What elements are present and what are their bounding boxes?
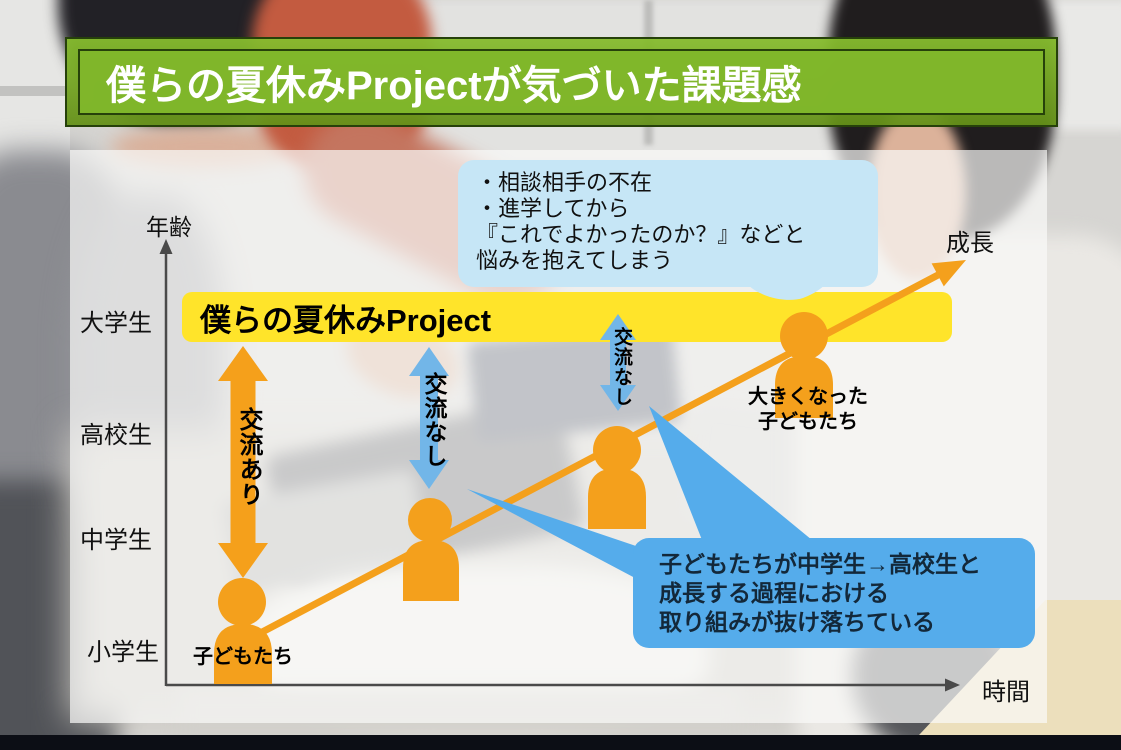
top-bubble-line4: 悩みを抱えてしまう	[476, 248, 673, 273]
project-banner-label: 僕らの夏休みProject	[200, 302, 492, 338]
bottom-bubble-line1: 子どもたちが中学生→高校生と	[659, 551, 981, 577]
bottom-bubble-tail-left	[467, 489, 648, 579]
bottom-bubble-tail-up	[649, 406, 812, 540]
y-category-middleschool: 中学生	[80, 527, 152, 554]
person-4-body	[775, 356, 833, 418]
y-axis-arrowhead	[159, 239, 173, 254]
person-4-head	[780, 312, 828, 360]
y-category-highschool: 高校生	[80, 422, 152, 449]
title-banner: 僕らの夏休みProjectが気づいた課題感	[65, 37, 1058, 127]
person-2-head	[408, 498, 452, 542]
y-axis-label: 年齢	[146, 214, 192, 240]
person-1-head	[218, 578, 266, 626]
photo-whiteboard-tray	[0, 86, 66, 96]
title-banner-inner: 僕らの夏休みProjectが気づいた課題感	[78, 49, 1045, 115]
growth-label: 成長	[946, 230, 994, 257]
y-category-university: 大学生	[80, 310, 152, 337]
top-bubble-line2: ・進学してから	[476, 196, 630, 221]
children-label: 子どもたち	[193, 646, 293, 668]
top-callout-bubble: ・相談相手の不在 ・進学してから 『これでよかったのか？』などと 悩みを抱えてし…	[458, 160, 878, 287]
exchange-no-arrow-1	[409, 347, 449, 489]
person-1-body	[214, 624, 272, 684]
person-icons	[214, 312, 833, 684]
grown-children-line1: 大きくなった	[748, 386, 868, 408]
exchange-yes-label: 交流あり	[235, 407, 262, 507]
exchange-no-arrow-2	[600, 314, 636, 411]
exchange-no-label-2: 交流なし	[611, 327, 632, 407]
page-title: 僕らの夏休みProjectが気づいた課題感	[106, 64, 802, 108]
growth-arrowhead	[931, 260, 966, 287]
person-3-head	[593, 426, 641, 474]
bottom-bubble-line2: 成長する過程における	[659, 580, 889, 606]
bottom-callout-bubble: 子どもたちが中学生→高校生と 成長する過程における 取り組みが抜け落ちている	[633, 538, 1035, 648]
top-bubble-tail	[746, 283, 827, 300]
exchange-yes-arrow	[218, 346, 268, 578]
top-bubble-line3: 『これでよかったのか？』などと	[476, 222, 806, 247]
top-bubble-line1: ・相談相手の不在	[476, 170, 653, 195]
x-axis-arrowhead	[945, 678, 960, 692]
grown-children-label: 大きくなった 子どもたち	[738, 385, 878, 435]
x-axis-label: 時間	[982, 679, 1030, 706]
grown-children-line2: 子どもたち	[758, 411, 858, 433]
exchange-no-label-1: 交流なし	[421, 372, 447, 468]
person-3-body	[588, 468, 646, 529]
y-category-elementary: 小学生	[87, 639, 159, 666]
bottom-bar	[0, 735, 1121, 750]
person-2-body	[403, 540, 459, 601]
bottom-bubble-line3: 取り組みが抜け落ちている	[659, 609, 935, 635]
